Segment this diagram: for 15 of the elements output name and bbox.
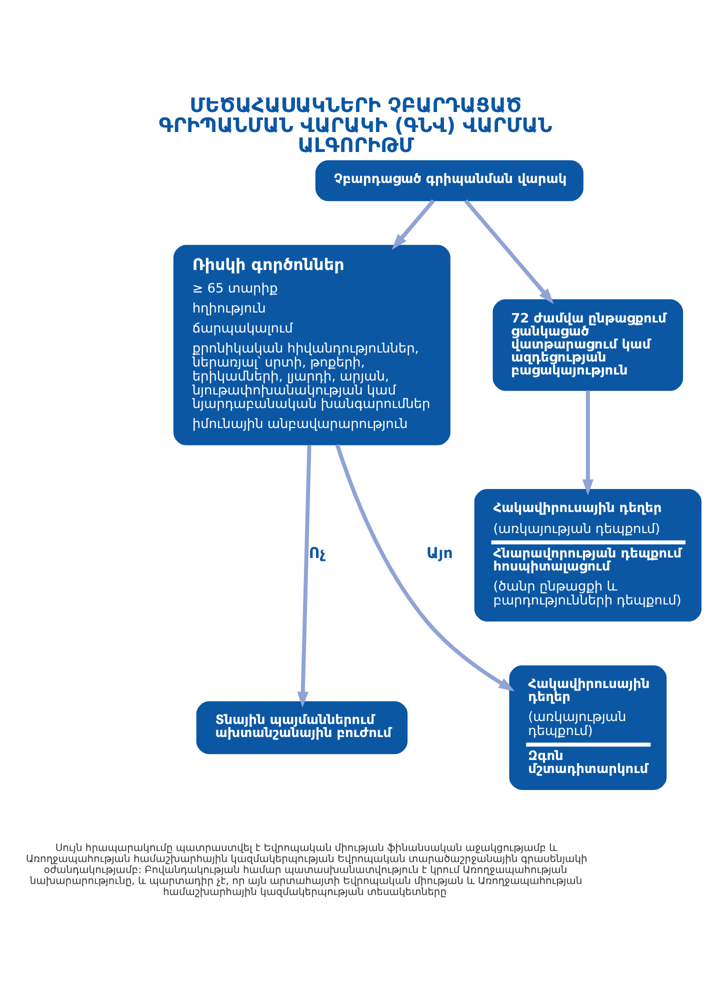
arrow [392, 199, 435, 250]
edge-label: Ոչ [308, 544, 326, 562]
node-box: Հակավիրուսային դեղեր (առկայության դեպքում) Զգոն մշտադիտարկում [509, 665, 667, 790]
node-box: Չբարդացած գրիպանման վարակ [315, 160, 584, 202]
node-box: Հակավիրուսային դեղեր (առկայության դեպքում) Հնարավորության դեպքում հոսպիտալացում (ծանր ընթացքի և բարդությունների դեպքում) [474, 489, 702, 622]
node-box: Տնային պայմաններում ախտանշանային բուժում [196, 701, 408, 754]
caption: Սույն հրապարակումը պատրաստվել է Եվրոպական միության ֆինանսական աջակցությամբ և Առողջապահության համաշխարհային կազմակերպության Եվրոպական տարածաշրջանային գրասենյակի օժանդակությամբ: Բովանդակության համար պատասխանատվություն է կրում Առողջապահության նախարարությունը, և պարտադիր չէ, որ այն արտահայտի Եվրոպական միության և Առողջապահության համաշխարհային կազմակերպության տեսակետները [26, 843, 588, 898]
arrow [335, 444, 515, 692]
arrow [297, 445, 312, 708]
node-box: Ռիսկի գործոններ ≥ 65 տարիք հղիություն ճարպակալում քրոնիկական հիվանդություններ, ներառյալ՝ սրտի, թոքերի, երիկամների, լյարդի, արյան, նյութափոխանակության կամ նյարդաբանական խանգարումներ իմունային անբավարարություն [173, 244, 450, 446]
edge-label: Այո [426, 544, 453, 562]
node-box: 72 ժամվա ընթացքում ցանկացած վատթարացում կամ ազդեցության բացակայություն [492, 299, 684, 391]
arrow [582, 390, 594, 496]
arrow [464, 199, 554, 304]
diagram-title: ՄԵԾԱՀԱՍԱԿՆԵՐԻ ՉԲԱՐԴԱՑԱԾ ԳՐԻՊԱՆՄԱՆ ՎԱՐԱԿԻ (ԳՆՎ) ՎԱՐՄԱՆ ԱԼԳՈՐԻԹՄ [158, 94, 552, 157]
